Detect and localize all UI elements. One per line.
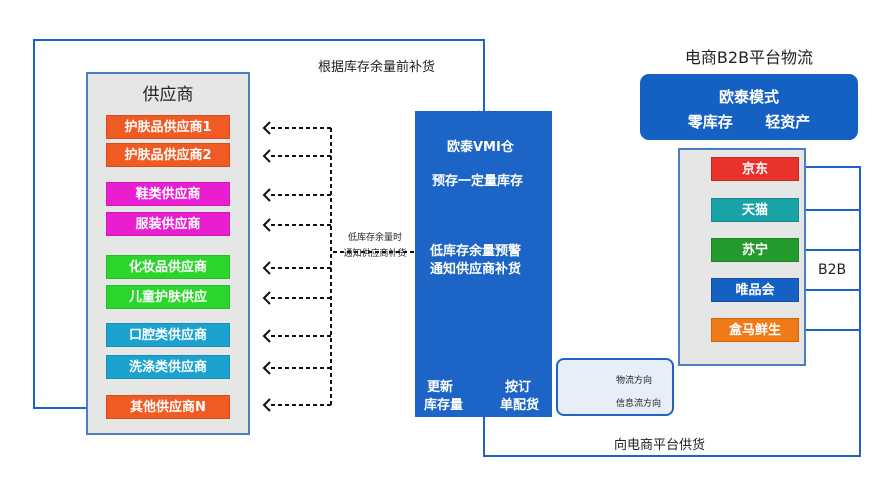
supplier-box: 护肤品供应商1	[106, 115, 230, 139]
model-zero-inventory: 零库存	[687, 113, 733, 131]
mid-note: 低库存余量时 通知供应商补货	[335, 230, 415, 262]
supplier-box: 洗涤类供应商	[106, 355, 230, 379]
supplier-box: 服装供应商	[106, 212, 230, 236]
top-replenish-line	[33, 39, 485, 409]
platform-box: 天猫	[711, 198, 799, 222]
vmi-update-line1: 更新	[427, 380, 454, 395]
supplier-box: 儿童护肤供应	[106, 285, 230, 309]
supplier-box: 其他供应商N	[106, 395, 230, 419]
platform-box: 苏宁	[711, 238, 799, 262]
mid-note-line1: 低库存余量时	[347, 233, 402, 243]
vmi-alert-line1: 低库存余量预警	[430, 244, 522, 259]
supplier-box: 鞋类供应商	[106, 182, 230, 206]
model-line2: 零库存 轻资产	[640, 111, 858, 132]
vmi-update-line2: 库存量	[424, 398, 464, 413]
supplier-panel-title: 供应商	[142, 85, 194, 105]
otai-model-box: 欧泰模式 零库存 轻资产	[640, 74, 858, 140]
vmi-warehouse	[415, 111, 552, 417]
platform-box: 唯品会	[711, 278, 799, 302]
vmi-alert-line2: 通知供应商补货	[430, 262, 522, 277]
vmi-order-line2: 单配货	[500, 398, 540, 413]
vmi-subtitle: 预存一定量库存	[432, 174, 524, 189]
top-replenish-note: 根据库存余量前补货	[318, 60, 436, 75]
supplier-box: 口腔类供应商	[106, 323, 230, 347]
model-light-asset: 轻资产	[765, 113, 811, 131]
bottom-supply-note: 向电商平台供货	[614, 438, 706, 453]
b2b-label: B2B	[818, 262, 847, 278]
legend-info-label: 信息流方向	[616, 399, 662, 409]
model-line1: 欧泰模式	[718, 88, 779, 106]
vmi-title: 欧泰VMI仓	[447, 140, 514, 155]
bottom-supply-line	[483, 166, 861, 457]
platform-box: 京东	[711, 157, 799, 181]
info-flow-arrowheads	[262, 121, 271, 412]
vmi-order-line1: 按订	[505, 380, 532, 395]
mid-note-line2: 通知供应商补货	[343, 249, 407, 259]
supplier-box: 护肤品供应商2	[106, 143, 230, 167]
platform-box: 盒马鲜生	[711, 318, 799, 342]
platform-title: 电商B2B平台物流	[684, 48, 814, 67]
legend	[556, 358, 674, 416]
info-flow-dashes	[268, 127, 414, 406]
legend-logistics-label: 物流方向	[616, 376, 653, 386]
supplier-box: 化妆品供应商	[106, 255, 230, 279]
